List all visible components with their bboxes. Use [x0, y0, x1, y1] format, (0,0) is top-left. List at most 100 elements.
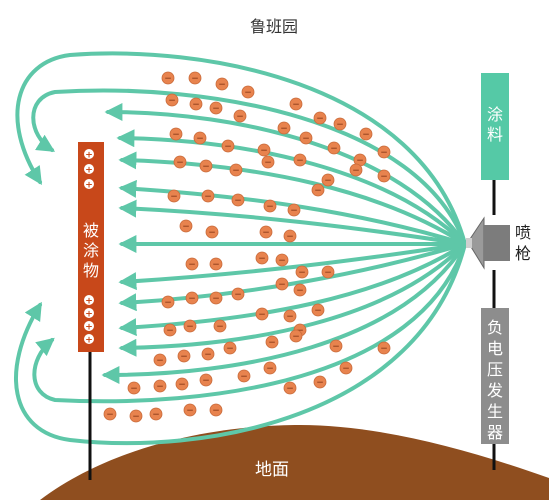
- svg-text:−: −: [130, 384, 138, 394]
- field-line-1: [15, 51, 467, 246]
- paint-particle: −: [299, 131, 313, 145]
- target-label-char-2: 涂: [83, 241, 99, 260]
- svg-text:−: −: [204, 350, 212, 360]
- paint-particle: −: [287, 203, 301, 217]
- svg-text:−: −: [152, 410, 160, 420]
- svg-text:−: −: [278, 280, 286, 290]
- field-line-14: [32, 242, 467, 404]
- svg-text:−: −: [188, 260, 196, 270]
- svg-text:−: −: [298, 268, 306, 278]
- paint-particle: −: [229, 163, 243, 177]
- svg-text:−: −: [262, 228, 270, 238]
- svg-text:−: −: [260, 146, 268, 156]
- paint-particle: −: [189, 97, 203, 111]
- paint-particle: −: [231, 193, 245, 207]
- field-line-12: [118, 242, 467, 357]
- svg-text:−: −: [166, 326, 174, 336]
- svg-text:−: −: [278, 256, 286, 266]
- paint-particle: −: [233, 109, 247, 123]
- field-line-3: [104, 103, 467, 246]
- spray-gun-icon: [466, 216, 510, 270]
- svg-text:−: −: [186, 322, 194, 332]
- svg-text:−: −: [192, 100, 200, 110]
- generator-label-char-2: 电: [487, 339, 503, 358]
- gun-label-char-1: 喷: [515, 223, 531, 242]
- ground-label: 地面: [255, 460, 289, 480]
- svg-text:−: −: [296, 156, 304, 166]
- svg-text:−: −: [266, 202, 274, 212]
- svg-text:−: −: [168, 96, 176, 106]
- svg-text:−: −: [244, 88, 252, 98]
- positive-charge-icon: +: [84, 295, 94, 307]
- generator-label-char-6: 器: [487, 423, 503, 442]
- svg-text:−: −: [314, 306, 322, 316]
- svg-text:+: +: [85, 166, 93, 176]
- target-positive-charges: +++++++: [84, 149, 94, 346]
- svg-text:−: −: [132, 412, 140, 422]
- svg-text:−: −: [212, 260, 220, 270]
- svg-text:−: −: [302, 134, 310, 144]
- svg-text:−: −: [380, 148, 388, 158]
- svg-text:−: −: [258, 254, 266, 264]
- paint-particle: −: [183, 319, 197, 333]
- paint-particle: −: [283, 229, 297, 243]
- paint-particle: −: [183, 403, 197, 417]
- paint-particle: −: [255, 251, 269, 265]
- paint-particle: −: [149, 407, 163, 421]
- paint-particle: −: [275, 277, 289, 291]
- paint-particle: −: [199, 159, 213, 173]
- paint-box: [481, 73, 509, 180]
- paint-particle: −: [188, 71, 202, 85]
- paint-particle: −: [283, 309, 297, 323]
- paint-particle: −: [311, 303, 325, 317]
- svg-text:−: −: [280, 124, 288, 134]
- svg-text:−: −: [186, 406, 194, 416]
- paint-particle: −: [313, 111, 327, 125]
- generator-label-char-4: 发: [487, 381, 503, 400]
- svg-text:−: −: [212, 406, 220, 416]
- svg-text:−: −: [290, 206, 298, 216]
- field-line-7: [118, 199, 467, 246]
- paint-particle: −: [165, 93, 179, 107]
- svg-text:−: −: [314, 186, 322, 196]
- svg-text:−: −: [316, 114, 324, 124]
- svg-text:+: +: [85, 336, 93, 346]
- svg-text:−: −: [380, 344, 388, 354]
- svg-text:−: −: [356, 156, 364, 166]
- svg-text:+: +: [85, 297, 93, 307]
- paint-particle: −: [201, 189, 215, 203]
- paint-particle: −: [223, 341, 237, 355]
- svg-text:−: −: [232, 166, 240, 176]
- svg-text:−: −: [164, 298, 172, 308]
- svg-text:−: −: [296, 326, 304, 336]
- watermark: 鲁班园: [250, 17, 298, 36]
- svg-text:−: −: [202, 376, 210, 386]
- paint-particle: −: [293, 283, 307, 297]
- svg-text:+: +: [85, 310, 93, 320]
- svg-text:+: +: [85, 323, 93, 333]
- paint-particle: −: [169, 127, 183, 141]
- electric-field-lines: [14, 51, 467, 446]
- svg-text:−: −: [224, 142, 232, 152]
- paint-particle: −: [161, 295, 175, 309]
- paint-particle: −: [163, 323, 177, 337]
- svg-text:−: −: [204, 192, 212, 202]
- svg-text:−: −: [212, 104, 220, 114]
- paint-particle: −: [161, 71, 175, 85]
- paint-particle: −: [329, 339, 343, 353]
- paint-particle: −: [175, 377, 189, 391]
- svg-text:−: −: [264, 158, 272, 168]
- paint-particle: −: [209, 101, 223, 115]
- field-line-13: [101, 242, 467, 384]
- svg-text:−: −: [218, 80, 226, 90]
- svg-text:−: −: [226, 344, 234, 354]
- paint-particle: −: [327, 141, 341, 155]
- paint-particle: −: [153, 353, 167, 367]
- svg-text:−: −: [212, 294, 220, 304]
- paint-particle: −: [221, 139, 235, 153]
- paint-label-char-2: 料: [487, 125, 503, 144]
- paint-particle: −: [295, 265, 309, 279]
- svg-text:−: −: [178, 380, 186, 390]
- paint-particle: −: [377, 169, 391, 183]
